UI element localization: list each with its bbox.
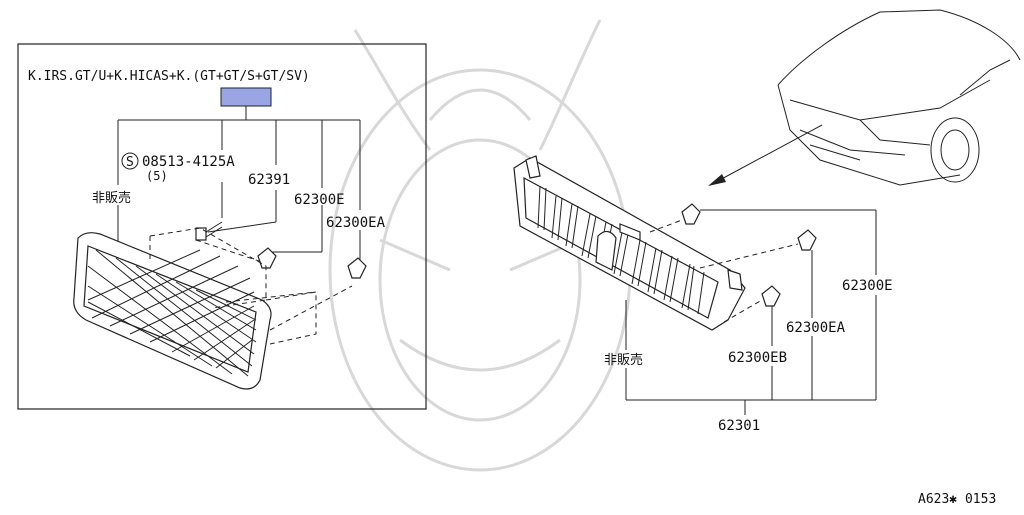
inset-clip-e [257,247,277,269]
main-grille [513,155,746,331]
car-front-illustration [777,9,1021,186]
inset-screw-qty: (5) [146,169,168,183]
diagram-code: A623✱ 0153 [918,492,996,507]
main-grille-assy-part: 62301 [718,418,760,434]
main-clip-ea [797,229,817,251]
screw-part [195,221,223,241]
main-clip-eb-part: 62300EB [728,350,787,366]
main-clip-e [681,203,701,225]
inset-frame [17,43,427,410]
screw-symbol-circle [121,152,139,170]
inset-dashed-guides [149,227,353,345]
inset-clip-ea-part: 62300EA [326,215,386,231]
main-not-for-sale: 非販売 [604,352,643,368]
inset-screw-part: 08513-4125A [142,154,235,170]
location-arrow [708,124,823,186]
inset-not-for-sale: 非販売 [92,190,131,206]
inset-emblem-part: 62391 [248,172,290,188]
main-clip-e-part: 62300E [842,278,893,294]
inset-grille-mesh [73,232,272,390]
inset-condition-label: K.IRS.GT/U+K.HICAS+K.(GT+GT/S+GT/SV) [28,69,310,84]
main-leader-lines [625,209,877,415]
main-dashed-guides [649,219,799,323]
inset-screw-symbol: S [126,155,134,170]
main-clip-eb [761,285,781,307]
inset-highlight-box [220,87,272,107]
inset-leader-lines [117,106,361,262]
inset-clip-e-part: 62300E [294,192,345,208]
main-clip-ea-part: 62300EA [786,320,846,336]
inset-clip-ea [347,257,367,279]
